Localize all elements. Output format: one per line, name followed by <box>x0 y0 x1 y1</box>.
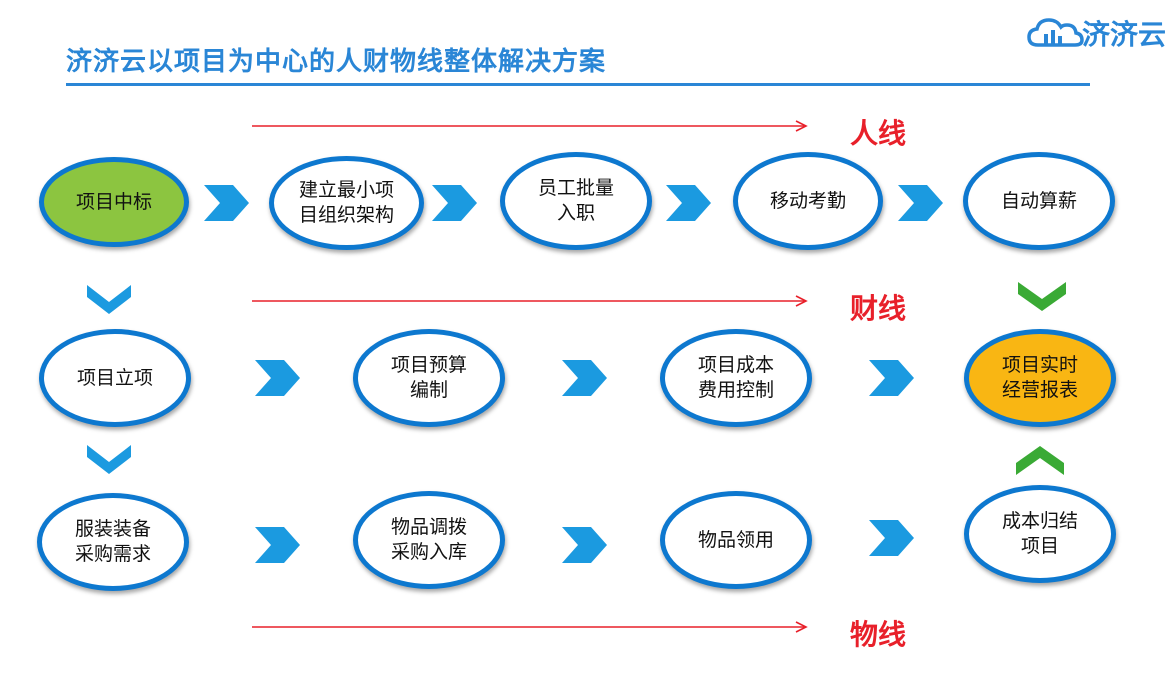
chevron-right-icon <box>432 185 477 221</box>
node-mobile-attendance: 移动考勤 <box>733 152 883 250</box>
chevron-right-icon <box>869 360 914 396</box>
node-procurement-request: 服装装备采购需求 <box>37 493 189 591</box>
node-project-setup: 项目立项 <box>39 329 191 427</box>
chevron-right-icon <box>562 527 607 563</box>
logo-text: 济济云 <box>1082 18 1167 51</box>
chevron-up-icon <box>1016 446 1064 475</box>
chevron-right-icon <box>562 360 607 396</box>
node-org-structure: 建立最小项目组织架构 <box>269 156 424 250</box>
chevron-down-icon <box>87 285 131 314</box>
chevron-right-icon <box>255 527 300 563</box>
people-line-label: 人线 <box>850 117 907 150</box>
node-employee-onboard: 员工批量入职 <box>500 152 652 250</box>
node-budget-planning: 项目预算编制 <box>353 329 505 427</box>
node-transfer-stockin: 物品调拨采购入库 <box>353 491 505 589</box>
node-realtime-report: 项目实时经营报表 <box>964 329 1116 427</box>
chevron-down-icon <box>87 445 131 474</box>
node-cost-allocation: 成本归结项目 <box>964 485 1116 583</box>
chevron-right-icon <box>204 185 249 221</box>
title-underline <box>66 83 1090 86</box>
page-title: 济济云以项目为中心的人财物线整体解决方案 <box>66 47 607 77</box>
chevron-right-icon <box>898 185 943 221</box>
material-line-label: 物线 <box>850 618 907 651</box>
node-bid-won: 项目中标 <box>39 157 189 247</box>
chevron-right-icon <box>869 520 914 556</box>
material-line-arrow <box>252 621 808 633</box>
cloud-icon <box>1027 18 1084 47</box>
chevron-right-icon <box>255 360 300 396</box>
finance-line-label: 财线 <box>850 292 907 325</box>
finance-line-arrow <box>252 295 808 307</box>
people-line-arrow <box>252 120 808 132</box>
node-cost-control: 项目成本费用控制 <box>660 329 812 427</box>
chevron-down-icon <box>1018 282 1066 311</box>
chevron-right-icon <box>666 185 711 221</box>
node-item-requisition: 物品领用 <box>660 491 812 589</box>
node-auto-payroll: 自动算薪 <box>963 152 1115 250</box>
